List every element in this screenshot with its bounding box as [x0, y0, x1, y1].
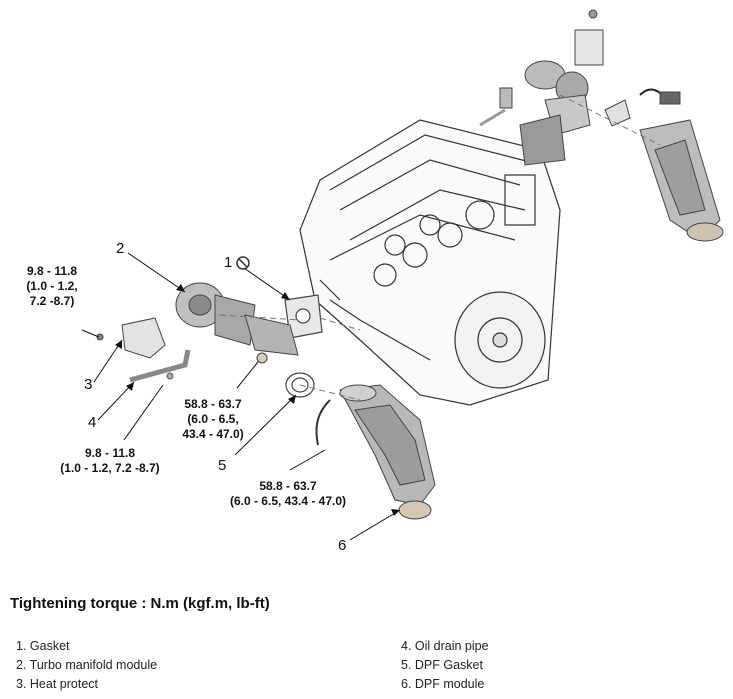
- callout-4: 4: [88, 414, 97, 431]
- torque-heading: Tightening torque : N.m (kgf.m, lb-ft): [10, 595, 270, 612]
- torque-spec-dpf-module: 58.8 - 63.7 (6.0 - 6.5, 43.4 - 47.0): [229, 479, 347, 508]
- legend-item-heat-protect: 3. Heat protect: [16, 677, 98, 691]
- torque-spec-oil-drain-pipe: 9.8 - 11.8 (1.0 - 1.2, 7.2 -8.7): [60, 446, 160, 475]
- torque-spec-heat-protect: 9.8 - 11.8 (1.0 - 1.2, 7.2 -8.7): [26, 264, 78, 308]
- legend-right-column: 4. Oil drain pipe 5. DPF Gasket 6. DPF m…: [401, 637, 489, 694]
- oil-drain-pipe-illustration: [129, 349, 191, 383]
- legend-item-oil-drain-pipe: 4. Oil drain pipe: [401, 639, 489, 653]
- gasket-illustration: [284, 294, 323, 339]
- torque-spec-turbo-manifold: 58.8 - 63.7 (6.0 - 6.5, 43.4 - 47.0): [182, 397, 244, 441]
- legend-item-dpf-module: 6. DPF module: [401, 677, 485, 691]
- rear-dpf-illustration: [639, 88, 724, 242]
- legend-item-gasket: 1. Gasket: [16, 639, 70, 653]
- alignment-lines: [219, 94, 661, 401]
- leader-arrowheads: [115, 284, 400, 516]
- no-reuse-icon: [236, 256, 250, 270]
- callout-3: 3: [84, 376, 93, 393]
- heat-protect-illustration: [96, 317, 166, 359]
- callout-1: 1: [224, 254, 233, 271]
- dpf-module-illustration: [315, 384, 436, 520]
- dpf-gasket-illustration: [285, 372, 315, 398]
- legend-item-turbo-manifold-module: 2. Turbo manifold module: [16, 658, 158, 672]
- legend-left-column: 1. Gasket 2. Turbo manifold module 3. He…: [16, 637, 157, 694]
- callout-2: 2: [116, 240, 125, 257]
- legend-item-dpf-gasket: 5. DPF Gasket: [401, 658, 483, 672]
- rear-turbo-illustration: [479, 9, 631, 166]
- diagram-illustration: [81, 9, 724, 541]
- callout-6: 6: [338, 537, 347, 554]
- engine-block-illustration: [299, 119, 561, 406]
- turbo-manifold-illustration: [175, 282, 299, 364]
- leader-lines: [81, 252, 401, 541]
- callout-5: 5: [218, 457, 227, 474]
- exploded-view-diagram: 9.8 - 11.8 (1.0 - 1.2, 7.2 -8.7) 9.8 - 1…: [26, 9, 724, 554]
